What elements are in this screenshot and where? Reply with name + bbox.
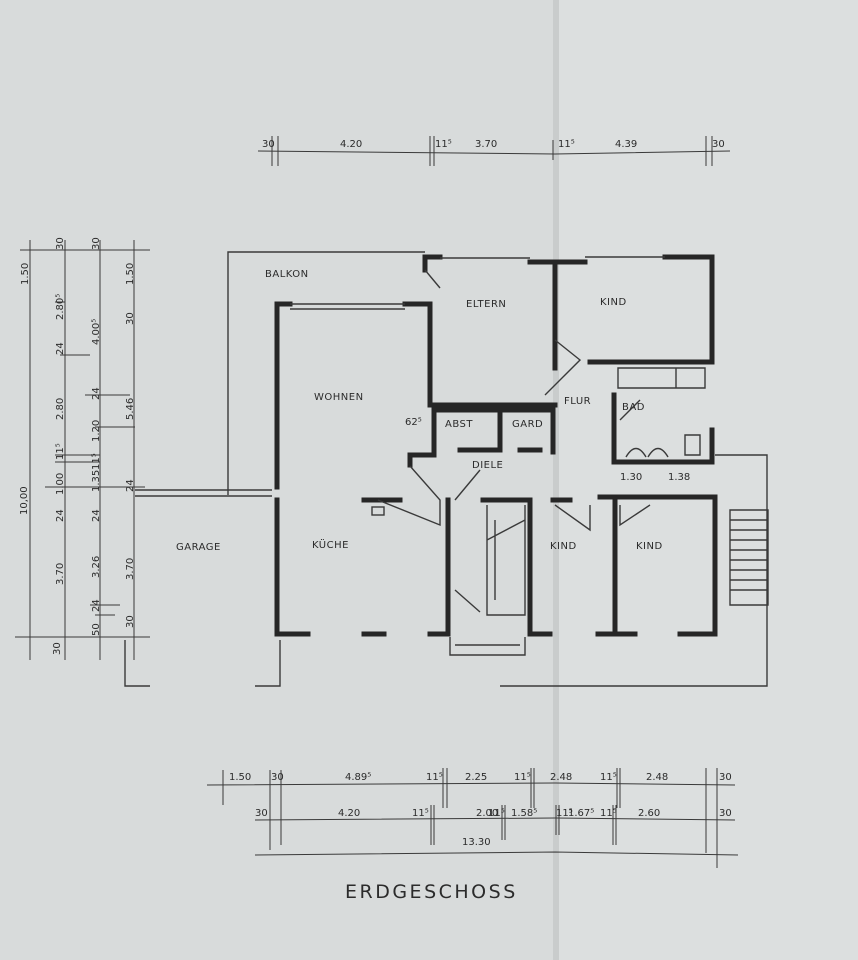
dim-left-col3: 1.35 [91,470,102,492]
paper-fold-shade [553,0,559,960]
garage-outline [124,640,281,687]
dim-bottom-row1: 11⁵ [426,772,443,783]
dim-top: 4.20 [340,139,362,150]
dim-top: 11⁵ [558,139,575,150]
room-label-wohnen: WOHNEN [314,392,364,403]
dim-left-col2: 1.00 [55,473,66,495]
dim-bottom-row1: 30 [271,772,284,783]
thin-outlines [124,251,769,687]
dim-left-col2: 30 [55,237,66,250]
dim-left-col2: 30 [52,642,63,655]
room-label-eltern: ELTERN [466,299,506,310]
bath-fixtures [625,434,701,458]
dim-top: 3.70 [475,139,497,150]
dim-top: 4.39 [615,139,637,150]
dim-bottom-row1: 11⁵ [600,772,617,783]
dim-bottom-row1: 11⁵ [514,772,531,783]
dim-left-col2: 11⁵ [55,443,66,460]
dim-left-col3: 50 [91,623,102,636]
dim-left-col2: 24 [55,509,66,522]
dim-left-col3: 1.20 [91,420,102,442]
dim-left-col4: 30 [125,312,136,325]
dim-bottom-row2: 30 [255,808,268,819]
dim-left-col1: 1.50 [20,263,31,285]
dim-bottom-row2: 1.58⁵ [511,808,537,819]
dim-bottom-row2: 2.00 [476,808,498,819]
bathtub [617,367,706,389]
door-swings [377,269,651,613]
dim-bottom-row1: 2.48 [550,772,572,783]
dim-left-col4: 24 [125,479,136,492]
dim-bottom-row2: 2.60 [638,808,660,819]
entrance-steps [449,637,526,656]
dimension-lines [15,136,739,868]
dim-bottom-row2: 1.67⁵ [568,808,594,819]
dim-left-col2: 2.80 [55,398,66,420]
dim-left-col1: 10,00 [19,486,30,515]
dim-left-col3: 30 [91,237,102,250]
room-label-kind-top: KIND [600,297,627,308]
room-label-kueche: KÜCHE [312,538,349,551]
dim-bottom-row2: 30 [719,808,732,819]
dim-left-col2: 24 [55,342,66,355]
dim-bottom-row1: 1.50 [229,772,251,783]
plan-title: ERDGESCHOSS [345,881,518,903]
dim-left-col3: 24 [91,387,102,400]
dim-top: 30 [712,139,725,150]
dim-bottom-row2: 11⁵ [600,808,617,819]
walls [274,254,718,637]
dim-left-col4: 1.50 [125,263,136,285]
dim-left-col4: 3.70 [125,558,136,580]
room-label-kind-bottom-left: KIND [550,541,577,552]
dim-top: 11⁵ [435,139,452,150]
dim-left-col4: 5.46 [125,398,136,420]
room-label-abst: ABST [445,419,473,430]
room-label-flur: FLUR [564,396,591,407]
room-label-kind-bottom-right: KIND [636,541,663,552]
dim-left-col3: 11⁵ [91,453,102,470]
dim-top: 30 [262,139,275,150]
dim-bottom-row1: 30 [719,772,732,783]
dim-bottom-row2: 4.20 [338,808,360,819]
labels: BALKON ELTERN KIND WOHNEN FLUR BAD ABST GARD DIE… [19,139,732,903]
dim-left-col3: 3.26 [91,556,102,578]
dim-left-col3: 24 [91,599,102,612]
balkon-outline [227,251,425,495]
dim-bottom-row2: 11⁵ [556,808,573,819]
room-label-bad: BAD [622,402,645,413]
dim-left-col3: 4.00⁵ [91,319,102,345]
dim-abst-offset: 62⁵ [405,417,422,428]
dim-left-col4: 30 [125,615,136,628]
dim-left-col3: 24 [91,509,102,522]
outdoor-stairs [729,509,769,606]
dim-bottom-row1: 2.48 [646,772,668,783]
room-label-balkon: BALKON [265,269,309,280]
dim-bottom-row1: 4.89⁵ [345,772,371,783]
dim-bottom-row1: 2.25 [465,772,487,783]
dim-left-col2: 2.80⁵ [55,294,66,320]
garage-top-wall [135,489,272,497]
paper-right-half [559,0,858,960]
dim-bad-width-2: 1.38 [668,472,690,483]
dim-bottom-row2: 11⁵ [412,808,429,819]
room-label-gard: GARD [512,419,543,430]
dim-bottom-total: 13.30 [462,837,491,848]
dim-bad-width-1: 1.30 [620,472,642,483]
dim-bottom-row2: 11⁵ [488,808,505,819]
dim-left-col2: 3.70 [55,563,66,585]
room-label-garage: GARAGE [176,542,221,553]
room-label-diele: DIELE [472,460,503,471]
